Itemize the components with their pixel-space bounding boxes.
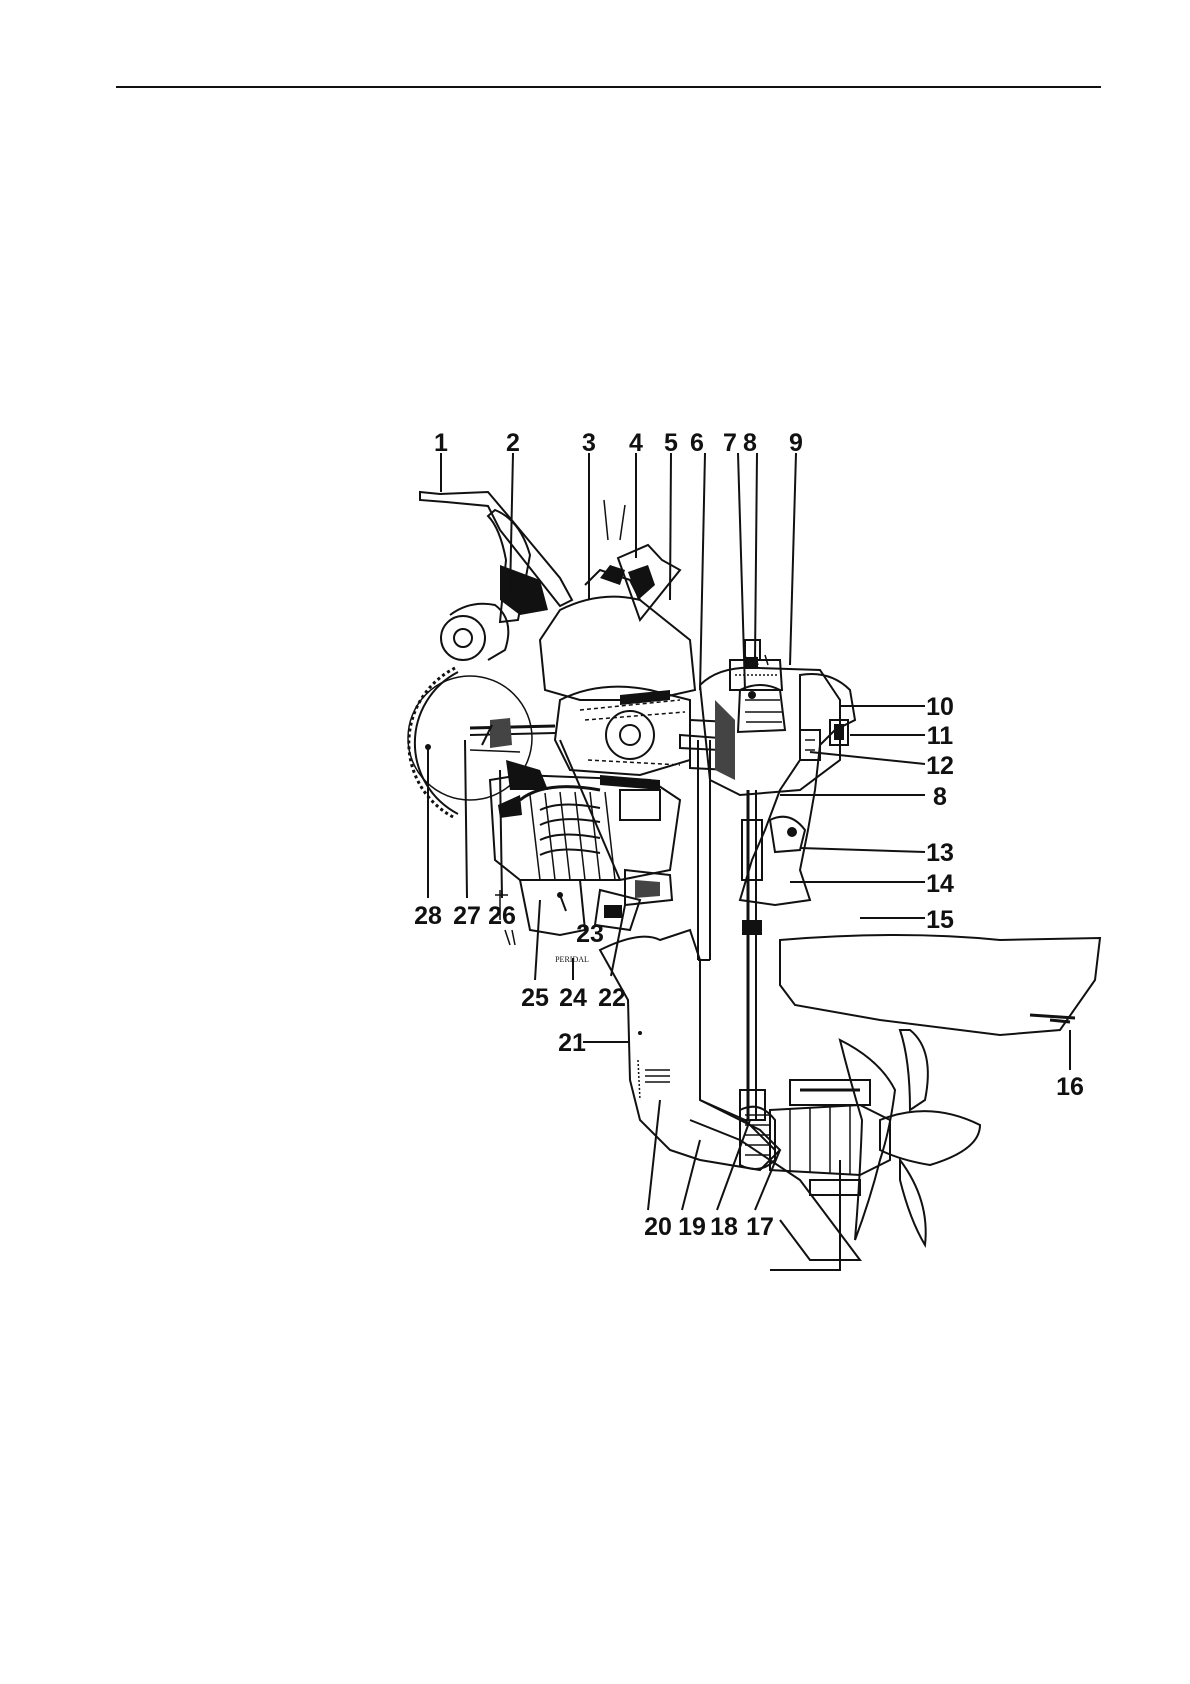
engine-cylinder-fins bbox=[490, 775, 680, 905]
propeller bbox=[840, 1030, 980, 1245]
callout-16: 16 bbox=[1056, 1073, 1084, 1101]
callouts-left: 28 27 26 23 25 24 22 21 PERIDAL bbox=[414, 902, 626, 1057]
callout-9: 9 bbox=[789, 429, 803, 457]
callout-20: 20 bbox=[644, 1213, 672, 1241]
callout-8-top: 8 bbox=[743, 429, 757, 457]
upper-bevel-housing bbox=[700, 655, 840, 795]
callouts-top: 1 2 3 4 5 6 7 8 9 bbox=[434, 429, 803, 457]
callout-28: 28 bbox=[414, 902, 442, 930]
callouts-right: 10 11 12 8 13 14 15 16 bbox=[926, 693, 1084, 1101]
callout-4: 4 bbox=[629, 429, 643, 457]
callout-21: 21 bbox=[558, 1029, 586, 1057]
callout-7: 7 bbox=[723, 429, 737, 457]
flywheel-ring-gear bbox=[408, 668, 532, 818]
callout-1: 1 bbox=[434, 429, 448, 457]
vertical-drive-shaft bbox=[740, 790, 765, 1120]
propeller-shaft-assembly bbox=[740, 1080, 890, 1270]
nameplate-text: PERIDAL bbox=[555, 955, 589, 964]
callout-19: 19 bbox=[678, 1213, 706, 1241]
cavitation-plate bbox=[780, 935, 1100, 1035]
callout-24: 24 bbox=[559, 984, 587, 1012]
callout-25: 25 bbox=[521, 984, 549, 1012]
callout-11: 11 bbox=[927, 722, 954, 750]
callout-22: 22 bbox=[598, 984, 626, 1012]
callout-18: 18 bbox=[710, 1213, 738, 1241]
callout-26: 26 bbox=[488, 902, 516, 930]
support-tube bbox=[698, 740, 710, 960]
lower-drive-housing bbox=[600, 930, 860, 1260]
callout-13: 13 bbox=[926, 839, 954, 867]
callout-5: 5 bbox=[664, 429, 678, 457]
callout-14: 14 bbox=[926, 870, 954, 898]
callouts-bottom: 20 19 18 17 bbox=[644, 1213, 774, 1241]
callout-8-right: 8 bbox=[933, 783, 947, 811]
callout-6: 6 bbox=[690, 429, 704, 457]
callout-27: 27 bbox=[453, 902, 481, 930]
callout-10: 10 bbox=[926, 693, 954, 721]
lifting-handle bbox=[420, 492, 572, 660]
upper-housing bbox=[540, 500, 695, 700]
callout-2: 2 bbox=[506, 429, 520, 457]
callout-23: 23 bbox=[576, 920, 604, 948]
callout-12: 12 bbox=[926, 752, 954, 780]
callout-15: 15 bbox=[926, 906, 954, 934]
callout-17: 17 bbox=[746, 1213, 774, 1241]
vertical-shaft-top bbox=[738, 640, 760, 669]
callout-3: 3 bbox=[582, 429, 596, 457]
